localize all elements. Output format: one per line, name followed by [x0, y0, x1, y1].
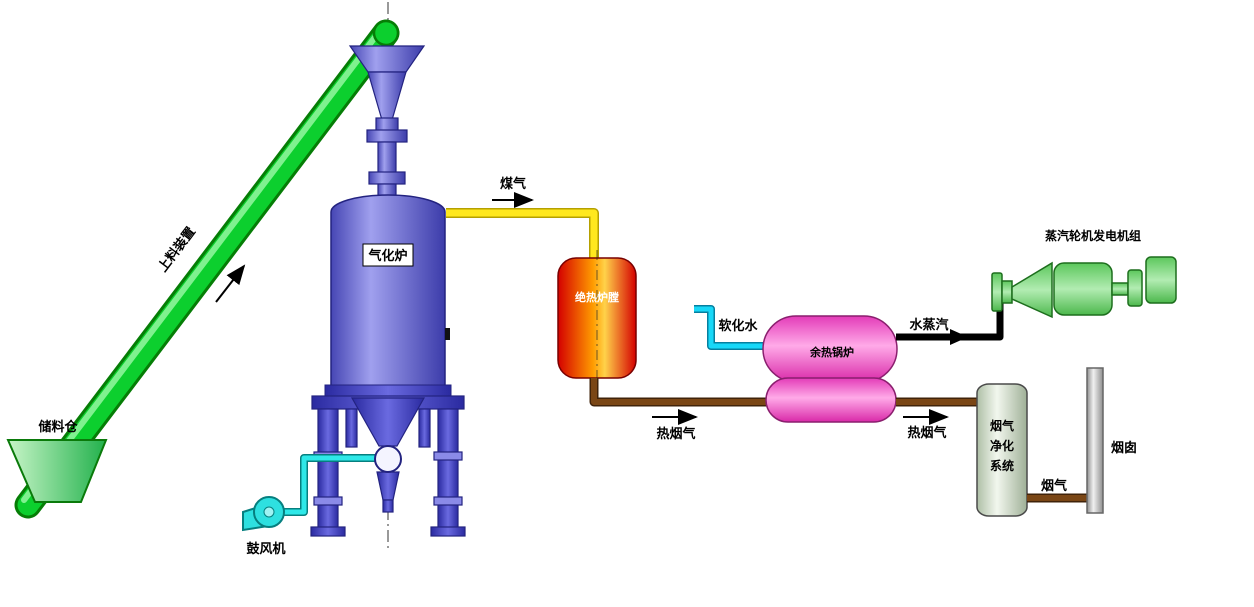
gasifier-label-box — [362, 243, 414, 267]
chimney — [1086, 367, 1104, 514]
hot-flue-gas-right-label: 热烟气 — [907, 425, 946, 440]
steam-label: 水蒸汽 — [909, 317, 948, 332]
storage-bin — [6, 439, 108, 503]
purifier-label-line1: 烟气 — [990, 418, 1014, 433]
conveyor-flow-arrow — [215, 264, 246, 303]
blower-air-pipe — [284, 454, 377, 516]
gasifier-side-nozzle — [445, 328, 450, 340]
feeder-label: 上料装置 — [155, 224, 198, 275]
purifier-label-line3: 系统 — [990, 458, 1014, 473]
waste-heat-boiler-label: 余热锅炉 — [809, 345, 854, 359]
turbine-generator — [991, 256, 1177, 319]
turbine-generator-label: 蒸汽轮机发电机组 — [1045, 228, 1141, 243]
gasifier-discharge-valve — [374, 445, 402, 473]
gasifier-feed-hopper — [348, 45, 426, 203]
blower — [242, 496, 285, 532]
waste-heat-boiler — [762, 315, 898, 423]
coal-gas-label: 煤气 — [500, 176, 526, 191]
gasifier-support-frame — [310, 395, 466, 537]
flue-gas-purifier — [976, 383, 1028, 517]
hot-flue-gas-pipe-left — [589, 378, 770, 407]
coal-gas-pipe — [446, 208, 599, 262]
softened-water-label: 软化水 — [718, 318, 758, 333]
storage-bin-label: 储料仓 — [37, 419, 78, 434]
gasifier-vessel — [324, 194, 452, 399]
softened-water-pipe — [694, 305, 766, 350]
chimney-label: 烟囱 — [1111, 440, 1137, 455]
adiabatic-chamber-label: 绝热炉膛 — [575, 290, 619, 304]
gasifier-label: 气化炉 — [368, 248, 407, 263]
conveyor-head-pulley — [372, 19, 400, 47]
purifier-label-line2: 净化 — [990, 438, 1014, 453]
flue-gas-label: 烟气 — [1041, 478, 1067, 493]
conveyor-belt — [14, 19, 400, 519]
hot-flue-gas-left-label: 热烟气 — [656, 426, 695, 441]
steam-flow-arrow — [950, 329, 968, 345]
blower-label: 鼓风机 — [246, 541, 285, 556]
